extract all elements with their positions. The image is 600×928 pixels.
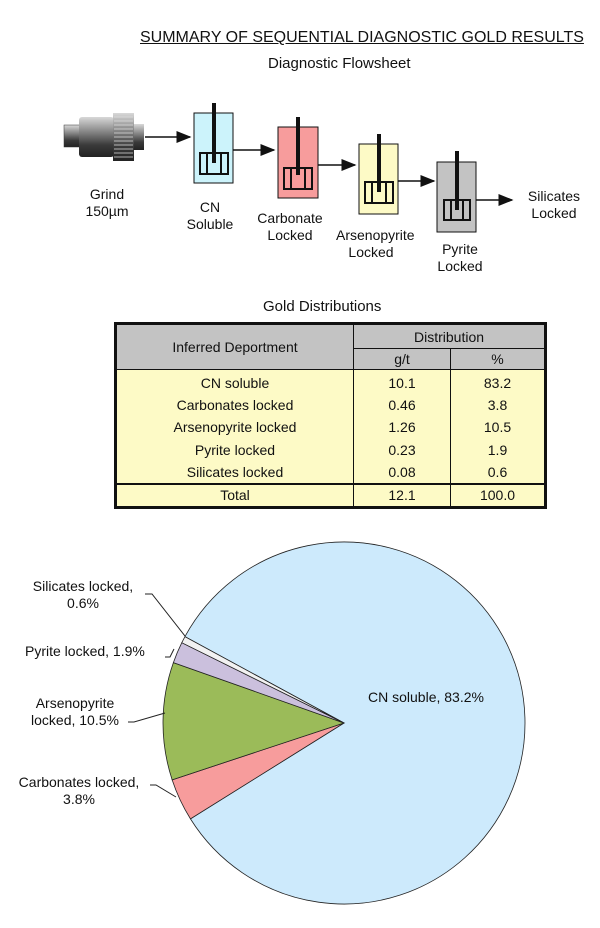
page-title: SUMMARY OF SEQUENTIAL DIAGNOSTIC GOLD RE… <box>140 29 584 46</box>
pie-label-cn-soluble: CN soluble, 83.2% <box>368 689 484 705</box>
col-header-gt: g/t <box>353 348 451 370</box>
pie-label-silicates: Silicates locked,0.6% <box>32 578 134 611</box>
cell-dept: CN soluble <box>115 369 354 395</box>
cell-pct: 83.2 <box>450 369 546 395</box>
tank-pyrite-icon <box>436 151 477 233</box>
cell-pct: 1.9 <box>450 438 546 461</box>
table-row: Carbonates locked 0.46 3.8 <box>115 394 546 417</box>
table-row: Silicates locked 0.08 0.6 <box>115 460 546 484</box>
cell-pct: 3.8 <box>450 394 546 417</box>
cell-dept: Carbonates locked <box>115 394 354 417</box>
table-total-row: Total 12.1 100.0 <box>115 482 546 509</box>
cell-total-pct: 100.0 <box>450 482 546 509</box>
cell-pct: 0.6 <box>450 460 546 484</box>
deportment-pie-chart <box>128 541 526 905</box>
cell-dept: Silicates locked <box>115 460 354 484</box>
table-row: Pyrite locked 0.23 1.9 <box>115 438 546 461</box>
grinder-icon <box>63 113 144 161</box>
pie-slice-silicates-locked <box>181 636 345 724</box>
col-header-pct: % <box>450 348 546 370</box>
leader-pyrite <box>165 648 175 658</box>
col-header-deportment: Inferred Deportment <box>115 323 354 370</box>
cell-dept: Arsenopyrite locked <box>115 416 354 439</box>
table-row: Arsenopyrite locked 1.26 10.5 <box>115 416 546 439</box>
tank-cn-soluble-icon <box>193 103 234 184</box>
tank-arsenopyrite-icon <box>358 134 399 215</box>
pie-slice-arsenopyrite-locked <box>162 662 346 781</box>
cell-gt: 0.08 <box>353 460 451 484</box>
cell-dept: Pyrite locked <box>115 438 354 461</box>
pie-slice-cn-soluble <box>184 541 526 905</box>
cell-gt: 10.1 <box>353 369 451 395</box>
pie-label-pyrite: Pyrite locked, 1.9% <box>25 643 145 659</box>
leader-silicates <box>145 593 186 637</box>
flowsheet-diagram <box>63 103 514 233</box>
table-row: CN soluble 10.1 83.2 <box>115 369 546 395</box>
cell-total-gt: 12.1 <box>353 482 451 509</box>
cell-gt: 0.23 <box>353 438 451 461</box>
cell-gt: 1.26 <box>353 416 451 439</box>
tank-carbonate-icon <box>277 117 319 199</box>
leader-arsenopyrite <box>128 712 166 723</box>
leader-carbonates <box>150 784 177 798</box>
gold-distribution-table: Inferred Deportment Distribution g/t % C… <box>114 322 547 509</box>
col-header-distribution: Distribution <box>353 323 546 349</box>
cell-pct: 10.5 <box>450 416 546 439</box>
cell-gt: 0.46 <box>353 394 451 417</box>
cell-total-label: Total <box>115 482 354 509</box>
pie-label-carbonates: Carbonates locked,3.8% <box>18 774 140 807</box>
